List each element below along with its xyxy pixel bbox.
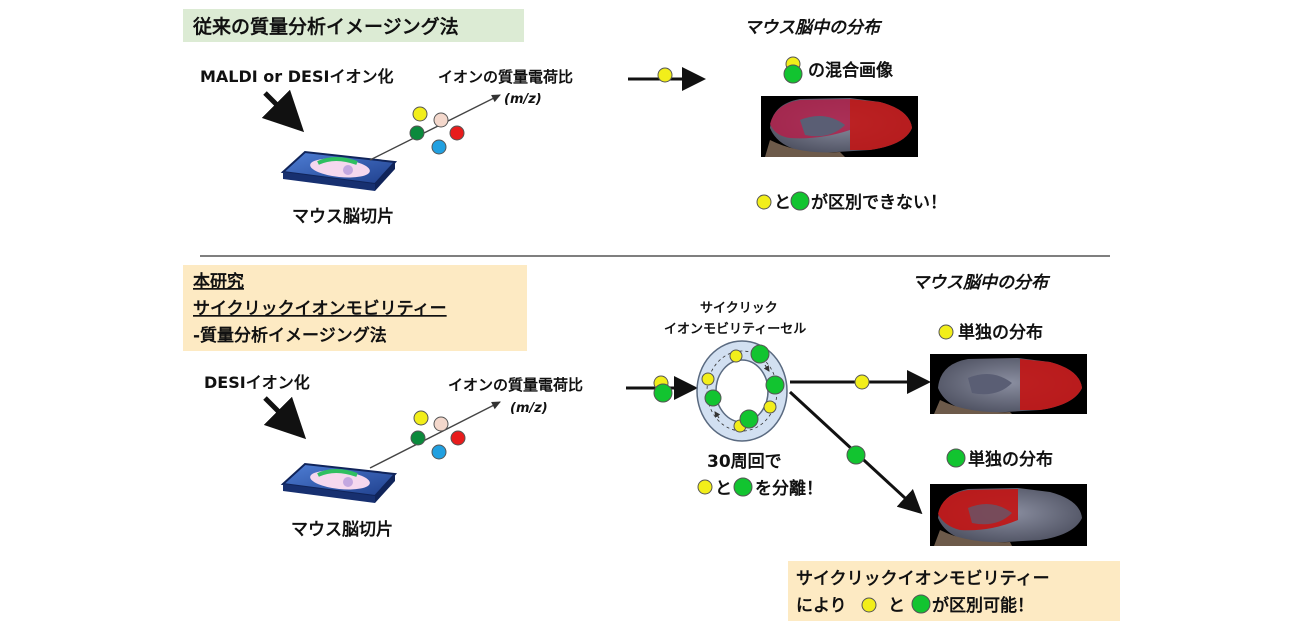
conclusion-line1: サイクリックイオンモビリティー bbox=[796, 569, 1050, 589]
top-mass-charge-label: イオンの質量電荷比 bbox=[438, 68, 573, 86]
bottom-slide-sample bbox=[280, 462, 398, 503]
conclusion-line2c: が区別可能！ bbox=[932, 595, 1034, 616]
ion-dark-green-icon bbox=[409, 125, 425, 141]
cell-green-ion-icon bbox=[750, 344, 770, 364]
bottom-ion-path-arrow bbox=[369, 401, 501, 469]
ion-yellow-icon bbox=[412, 106, 428, 122]
top-ionization-label: MALDI or DESIイオン化 bbox=[200, 67, 393, 86]
top-ion-path-arrow bbox=[369, 94, 501, 161]
cell-yellow-ion-icon bbox=[763, 400, 777, 414]
conclusion-yellow-icon bbox=[861, 597, 877, 613]
cycles-label: 30周回で bbox=[707, 452, 782, 472]
bottom-slice-label: マウス脳切片 bbox=[291, 519, 393, 540]
separate-yellow-icon bbox=[697, 479, 713, 495]
ion-red-icon bbox=[450, 430, 466, 446]
top-dist-title: マウス脳中の分布 bbox=[744, 18, 883, 38]
yellow-only-icon bbox=[938, 324, 954, 340]
cell-label-line2: イオンモビリティーセル bbox=[664, 321, 806, 337]
green-output-ion-icon bbox=[846, 445, 866, 465]
top-slide-sample bbox=[280, 150, 398, 191]
bottom-ionization-arrow bbox=[263, 396, 307, 440]
cell-green-ion-icon bbox=[765, 375, 785, 395]
ion-yellow-icon bbox=[413, 410, 429, 426]
top-output-yellow-ion-icon bbox=[657, 67, 673, 83]
top-cannot-rest: が区別できない！ bbox=[811, 192, 947, 213]
ion-pink-icon bbox=[433, 416, 449, 432]
cannot-green-icon bbox=[790, 191, 810, 211]
ion-pink-icon bbox=[433, 112, 449, 128]
bottom-title-line1: 本研究 bbox=[193, 271, 244, 292]
cell-yellow-ion-icon bbox=[701, 372, 715, 386]
top-mz-label: (m/z) bbox=[504, 92, 542, 107]
separate-rest: を分離！ bbox=[755, 478, 823, 499]
ion-red-icon bbox=[449, 125, 465, 141]
cell-green-ion-icon bbox=[739, 409, 759, 429]
conclusion-line2a: により bbox=[796, 596, 847, 616]
cell-green-ion-icon bbox=[704, 389, 722, 407]
yellow-output-ion-icon bbox=[854, 374, 870, 390]
green-only-label: 単独の分布 bbox=[968, 449, 1053, 470]
ion-blue-icon bbox=[431, 139, 447, 155]
green-only-brain-image bbox=[930, 484, 1087, 546]
bottom-ion-cluster bbox=[410, 410, 466, 460]
top-ion-cluster bbox=[409, 106, 465, 155]
bottom-title-line2: サイクリックイオンモビリティー bbox=[193, 299, 447, 319]
top-title-box: 従来の質量分析イメージング法 bbox=[183, 9, 524, 42]
conclusion-line2b: と bbox=[888, 596, 905, 616]
top-slice-label: マウス脳切片 bbox=[292, 206, 394, 227]
conclusion-green-icon bbox=[911, 594, 931, 614]
cannot-yellow-icon bbox=[756, 194, 772, 210]
separate-and: と bbox=[715, 479, 732, 499]
mixed-green-icon bbox=[783, 64, 803, 84]
cyclic-ion-mobility-cell bbox=[696, 340, 788, 442]
yellow-only-label: 単独の分布 bbox=[958, 322, 1043, 343]
yellow-only-brain-image bbox=[930, 354, 1087, 414]
conclusion-box: サイクリックイオンモビリティー により と が区別可能！ bbox=[788, 561, 1120, 621]
ion-dark-green-icon bbox=[410, 430, 426, 446]
bottom-dist-title: マウス脳中の分布 bbox=[912, 273, 1051, 293]
bottom-mass-charge-label: イオンの質量電荷比 bbox=[448, 376, 583, 394]
green-only-icon bbox=[946, 448, 966, 468]
top-brain-image bbox=[761, 96, 918, 157]
bottom-title-box: 本研究 サイクリックイオンモビリティー -質量分析イメージング法 bbox=[183, 265, 527, 351]
separate-green-icon bbox=[733, 477, 753, 497]
ion-blue-icon bbox=[431, 444, 447, 460]
cell-yellow-ion-icon bbox=[729, 349, 743, 363]
top-title: 従来の質量分析イメージング法 bbox=[192, 15, 459, 38]
bottom-ionization-label: DESIイオン化 bbox=[204, 373, 310, 392]
cell-label-line1: サイクリック bbox=[700, 301, 778, 316]
top-cannot-and: と bbox=[774, 193, 791, 213]
bottom-mz-label: (m/z) bbox=[510, 401, 548, 416]
top-ionization-arrow bbox=[261, 89, 305, 133]
top-mixed-label: の混合画像 bbox=[808, 60, 894, 81]
bottom-title-line3: -質量分析イメージング法 bbox=[193, 325, 387, 346]
cell-input-green-icon bbox=[653, 383, 673, 403]
